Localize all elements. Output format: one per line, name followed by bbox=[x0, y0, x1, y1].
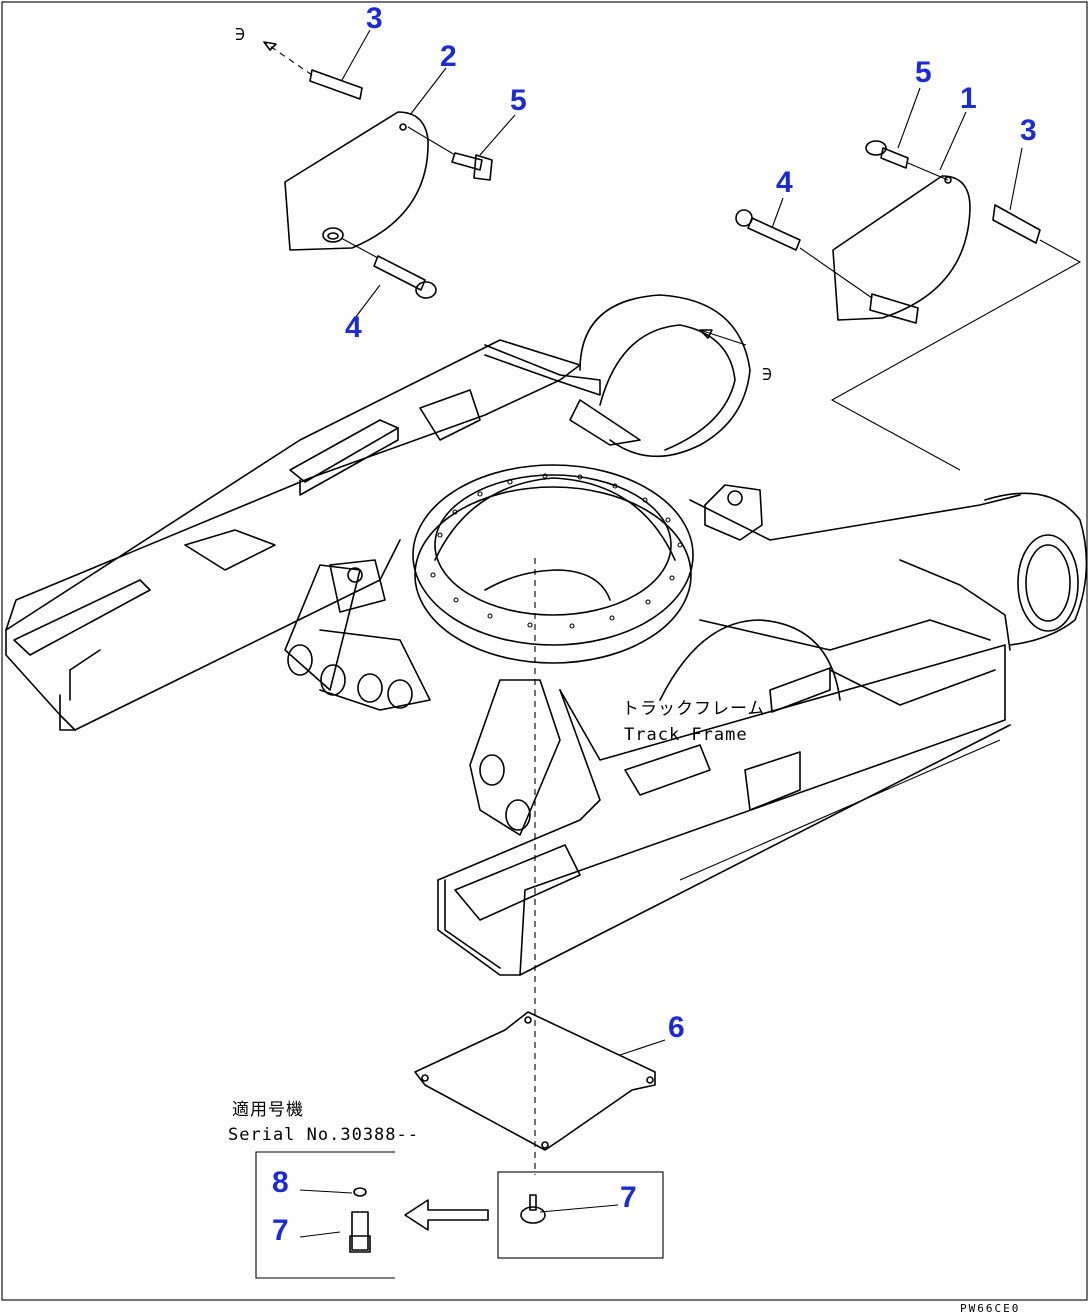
callout-2: 2 bbox=[440, 40, 457, 73]
bolt-5-right bbox=[865, 140, 949, 181]
cover-left bbox=[284, 111, 429, 251]
pin-right bbox=[992, 204, 1041, 244]
pin-left bbox=[263, 41, 363, 100]
ref-mark-right: ∋ bbox=[762, 365, 773, 385]
callout-6: 6 bbox=[668, 1011, 685, 1044]
callout-3-right: 3 bbox=[1020, 114, 1037, 147]
callout-4-left: 4 bbox=[345, 311, 362, 344]
serial-label-jp: 適用号機 bbox=[232, 1100, 304, 1120]
callout-5-right: 5 bbox=[915, 56, 932, 89]
callout-5-left: 5 bbox=[510, 84, 527, 117]
track-frame-label-jp: トラックフレーム bbox=[622, 699, 766, 719]
callout-7-left: 7 bbox=[272, 1214, 289, 1247]
callout-7-right: 7 bbox=[620, 1181, 637, 1214]
bolt-4-left bbox=[340, 237, 437, 299]
bolt-5-left bbox=[407, 126, 493, 181]
ref-mark-left: ∋ bbox=[235, 25, 246, 45]
track-frame bbox=[5, 294, 1088, 976]
cover-right bbox=[832, 175, 971, 324]
detail-box-right bbox=[497, 1171, 664, 1259]
reference-line-right bbox=[830, 239, 1082, 471]
callout-4-right: 4 bbox=[776, 166, 793, 199]
detail-arrow bbox=[404, 1199, 489, 1231]
callout-1: 1 bbox=[960, 82, 977, 115]
serial-label-en: Serial No.30388-- bbox=[228, 1125, 419, 1145]
reference-arrow-center bbox=[699, 329, 747, 346]
drawing-code: PW66CE0 bbox=[960, 1302, 1020, 1315]
bolt-4-right bbox=[735, 209, 873, 299]
under-cover-plate bbox=[414, 1011, 656, 1151]
leader-lines bbox=[299, 29, 1023, 1238]
detail-box-left bbox=[255, 1151, 395, 1279]
track-frame-label-en: Track Frame bbox=[624, 725, 748, 745]
callout-8: 8 bbox=[272, 1166, 289, 1199]
callout-3-left: 3 bbox=[366, 2, 383, 35]
